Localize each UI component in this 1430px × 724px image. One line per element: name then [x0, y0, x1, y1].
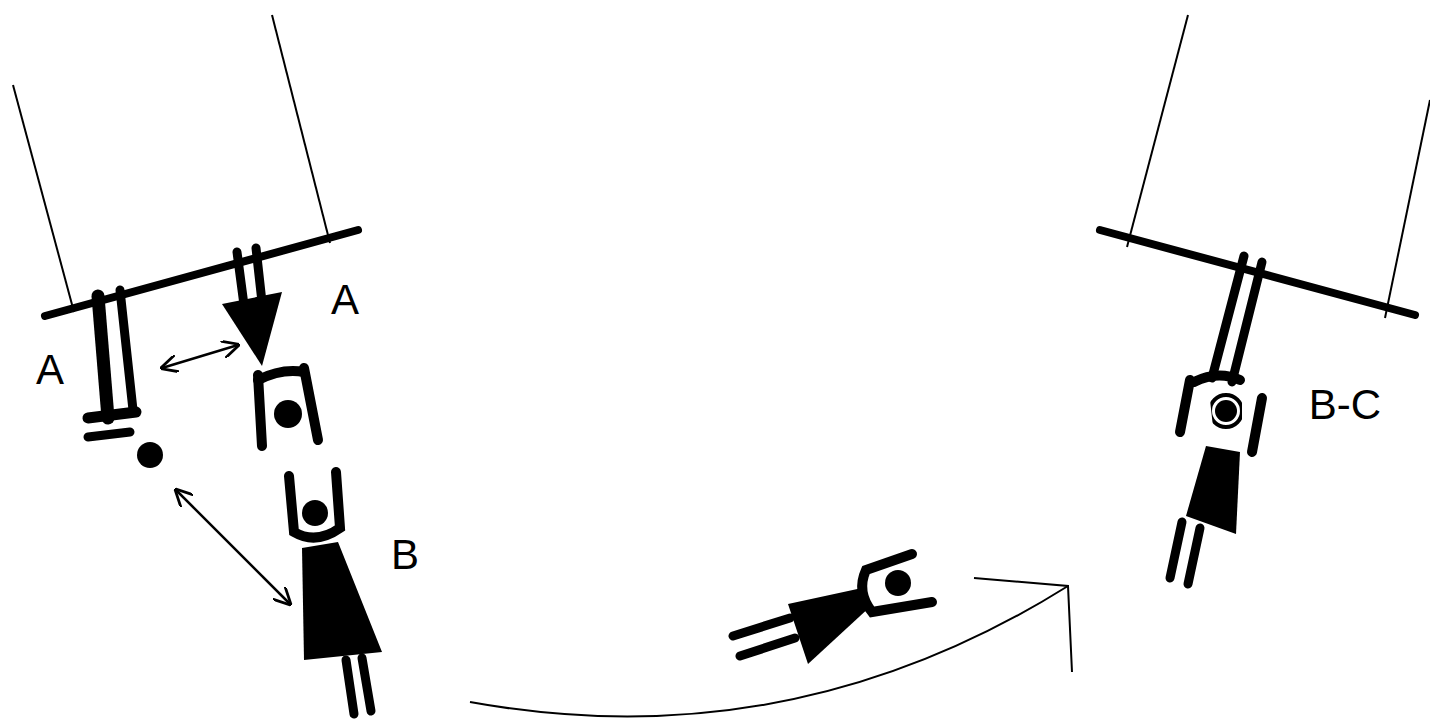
flyer-figure-b	[289, 472, 382, 714]
catch-figure-b-c	[1170, 256, 1262, 584]
right-trapeze	[1100, 15, 1430, 318]
flyer-figure-a	[88, 290, 163, 468]
distance-arrow	[162, 345, 238, 368]
figure-label: B	[391, 534, 419, 576]
left-trapeze	[13, 15, 358, 316]
figure-label: B-C	[1309, 384, 1381, 426]
figure-label: A	[331, 279, 359, 321]
distance-arrow	[176, 490, 290, 604]
swing-arrowhead	[974, 578, 1072, 672]
swing-path	[470, 586, 1068, 717]
flying-figure	[733, 554, 932, 664]
catcher-figure-a	[222, 248, 318, 446]
figure-label: A	[36, 349, 64, 391]
